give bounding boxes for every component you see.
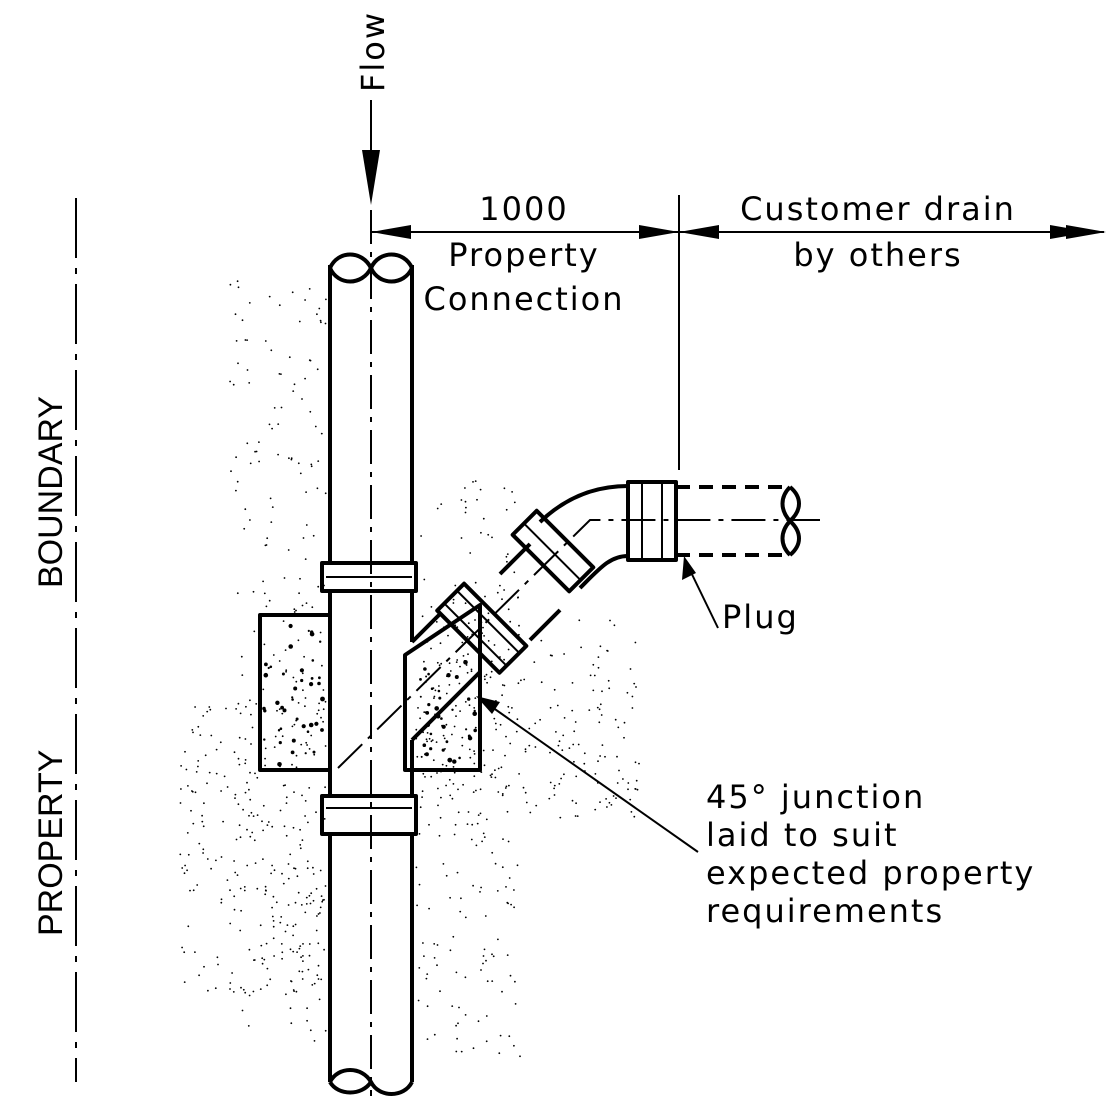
plug-label: Plug xyxy=(722,598,799,636)
flow-label: Flow xyxy=(354,11,392,92)
concrete-surround xyxy=(258,603,482,772)
property-label: PROPERTY xyxy=(32,750,70,936)
leader-lines xyxy=(476,556,719,853)
property-connection-label-1: Property xyxy=(448,236,599,274)
concrete-aggregate xyxy=(262,623,478,767)
junction-label-2: laid to suit xyxy=(706,816,899,854)
junction-label-4: requirements xyxy=(706,892,944,930)
boundary-label: BOUNDARY xyxy=(32,396,70,588)
junction-label-3: expected property xyxy=(706,854,1035,892)
customer-drain-label-1: Customer drain xyxy=(740,190,1016,228)
dimension-label: 1000 xyxy=(479,190,568,228)
junction-branch xyxy=(337,480,820,769)
soil-stipple xyxy=(179,280,640,1058)
dimension-lines xyxy=(371,195,1106,470)
flow-arrow xyxy=(362,100,380,205)
customer-drain-label-2: by others xyxy=(793,236,962,274)
main-sewer-pipe xyxy=(320,210,418,1096)
property-connection-label-2: Connection xyxy=(423,280,624,318)
junction-label-1: 45° junction xyxy=(706,778,925,816)
